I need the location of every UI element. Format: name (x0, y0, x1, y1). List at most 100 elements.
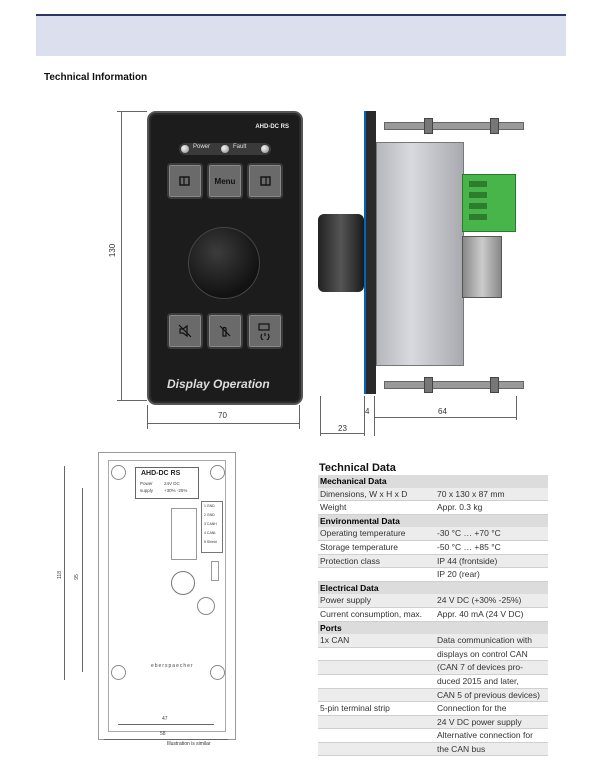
table-cell-value: 24 V DC (+30% -25%) (437, 595, 522, 606)
row-divider (318, 714, 548, 716)
width-dimension-label: 70 (218, 411, 227, 420)
knob-dimension-line (320, 433, 364, 434)
key-top-right (247, 163, 283, 199)
dim-118-label: 118 (56, 571, 63, 579)
table-cell-label (318, 716, 437, 729)
nut-top-right (490, 118, 499, 134)
pin-label: 1 GND (204, 504, 215, 508)
table-section-heading: Ports (318, 621, 548, 635)
table-row: Alternative connection for (318, 729, 548, 742)
table-row: the CAN bus (318, 742, 548, 756)
rear-label-voltage: 24V DC (164, 481, 180, 486)
mute-icon (178, 324, 192, 338)
table-cell-value: 24 V DC power supply (437, 716, 522, 727)
menu-key-label: Menu (214, 176, 236, 186)
fault-led-icon (261, 145, 269, 153)
terminal-slot (469, 214, 487, 220)
led-bar: Power Fault (179, 143, 271, 155)
fault-led-label: Fault (233, 144, 247, 150)
table-cell-value: duced 2015 and later, (437, 675, 519, 686)
dim-47-line (118, 724, 214, 725)
terminal-slot (469, 192, 487, 198)
knob-dimension-label: 23 (338, 424, 347, 433)
table-row: Current consumption, max.Appr. 40 mA (24… (318, 608, 548, 621)
power-led-icon (181, 145, 189, 153)
table-cell-value: displays on control CAN (437, 648, 528, 659)
plate-dimension-label: 4 (365, 407, 370, 416)
table-cell-value: IP 20 (rear) (437, 569, 480, 580)
table-cell-label (318, 661, 437, 674)
height-tick-bottom (117, 400, 147, 401)
table-row: Storage temperature-50 °C … +85 °C (318, 541, 548, 554)
rear-label-title: AHD-DC RS (141, 470, 181, 477)
table-cell-value: Appr. 40 mA (24 V DC) (437, 608, 524, 619)
table-section-heading: Electrical Data (318, 581, 548, 595)
logo-text: eberspaecher (151, 663, 194, 669)
row-divider (318, 567, 548, 569)
key-bottom-right (247, 313, 283, 349)
table-section-heading: Mechanical Data (318, 475, 548, 488)
table-cell-value: 70 x 130 x 87 mm (437, 488, 505, 499)
dim-95-line (82, 488, 83, 672)
dim-47-label: 47 (162, 716, 168, 722)
row-divider (318, 687, 548, 689)
section-title: Technical Information (44, 72, 148, 83)
height-dimension-label: 130 (108, 243, 118, 258)
dim-95-label: 95 (73, 574, 80, 580)
table-cell-value: -50 °C … +85 °C (437, 541, 501, 552)
table-cell-value: Appr. 0.3 kg (437, 502, 483, 513)
row-divider (318, 553, 548, 555)
nut-top-left (424, 118, 433, 134)
row-divider (318, 755, 548, 757)
table-cell-value: CAN 5 of previous devices) (437, 689, 540, 700)
table-row: (CAN 7 of devices pro- (318, 661, 548, 674)
row-divider (318, 673, 548, 675)
row-divider (318, 701, 548, 703)
power-led-label: Power (193, 144, 211, 150)
table-cell-label (318, 689, 437, 702)
table-row: duced 2015 and later, (318, 675, 548, 688)
row-divider (318, 539, 548, 541)
table-cell-label (318, 743, 437, 756)
row-divider (318, 646, 548, 648)
height-dimension-line (121, 111, 122, 401)
nut-bottom-left (424, 377, 433, 393)
can-connector (462, 236, 502, 298)
rear-label-supply: supply (140, 488, 154, 493)
heater-icon (179, 176, 190, 186)
plate-tick-left (364, 396, 365, 436)
table-cell-label: Weight (320, 502, 347, 513)
slot-icon (211, 561, 219, 581)
table-cell-value: Connection for the (437, 703, 507, 714)
mounting-hole-icon (210, 465, 225, 480)
key-bottom-left (167, 313, 203, 349)
illustration-note: Illustration is similar (167, 741, 211, 747)
device-caption: Display Operation (167, 377, 270, 391)
table-cell-label: Operating temperature (320, 528, 406, 539)
mounting-hole-icon (111, 665, 126, 680)
pin-label: 2 GND (204, 513, 215, 517)
table-cell-label (318, 729, 437, 742)
nut-bottom-right (490, 377, 499, 393)
key-top-left (167, 163, 203, 199)
knob-tick-left (320, 396, 321, 436)
width-dimension-line (147, 423, 299, 424)
rear-view-drawing: AHD-DC RS Power supply 24V DC +30% -25% … (98, 452, 236, 740)
menu-key: Menu (207, 163, 243, 199)
dim-58-line (104, 739, 228, 740)
width-tick-left (147, 405, 148, 429)
device-front-view: AHD-DC RS Power Fault Menu (147, 111, 303, 405)
table-row: displays on control CAN (318, 648, 548, 661)
knob-side-view (318, 214, 364, 292)
table-cell-label: Dimensions, W x H x D (320, 488, 408, 499)
rear-label-power: Power (140, 481, 153, 486)
mounting-rod-top (384, 122, 524, 130)
pin-label: 5 Shield (204, 540, 217, 544)
mounting-rod-bottom (384, 381, 524, 389)
table-row: 24 V DC power supply (318, 715, 548, 729)
key-bottom-middle (207, 313, 243, 349)
